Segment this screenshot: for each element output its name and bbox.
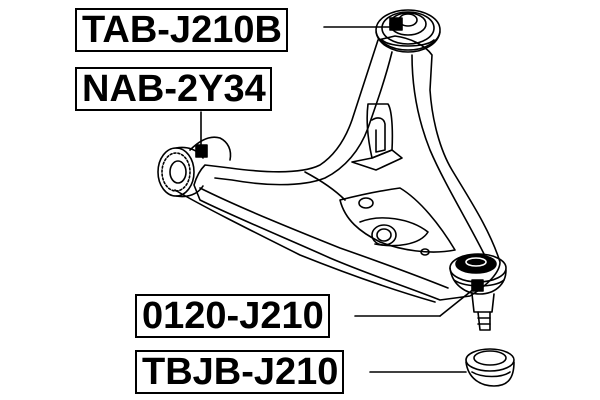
front-bushing [157, 136, 232, 198]
ball-joint [449, 253, 507, 331]
rear-bushing [375, 9, 441, 53]
control-arm-body [174, 35, 501, 303]
part-label-tbjb-j210: TBJB-J210 [135, 350, 345, 394]
ball-joint-boot [465, 348, 515, 387]
part-label-nab-2y34: NAB-2Y34 [75, 67, 272, 111]
leader-lines [200, 26, 476, 373]
part-label-tab-j210b: TAB-J210B [75, 8, 288, 52]
part-label-0120-j210: 0120-J210 [135, 294, 330, 338]
